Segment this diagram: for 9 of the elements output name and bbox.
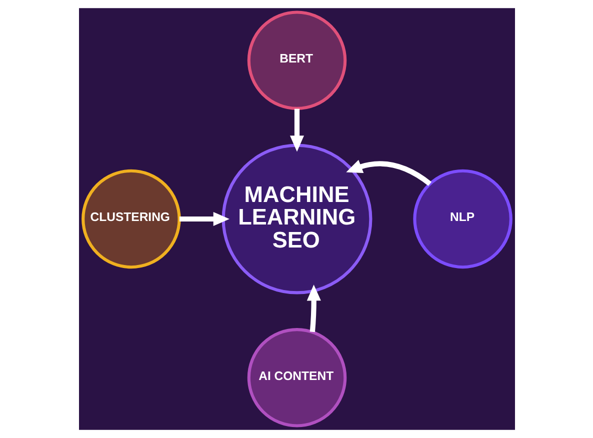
- node-circle: MACHINE LEARNING SEO: [221, 144, 372, 294]
- node-circle: CLUSTERING: [81, 169, 180, 269]
- arrow: [178, 212, 229, 226]
- node-circle: AI CONTENT: [246, 328, 346, 428]
- node-circle: BERT: [246, 10, 346, 110]
- node-circle: NLP: [412, 169, 512, 269]
- arrow: [289, 108, 304, 152]
- arrow: [306, 284, 320, 332]
- arrow: [346, 160, 431, 186]
